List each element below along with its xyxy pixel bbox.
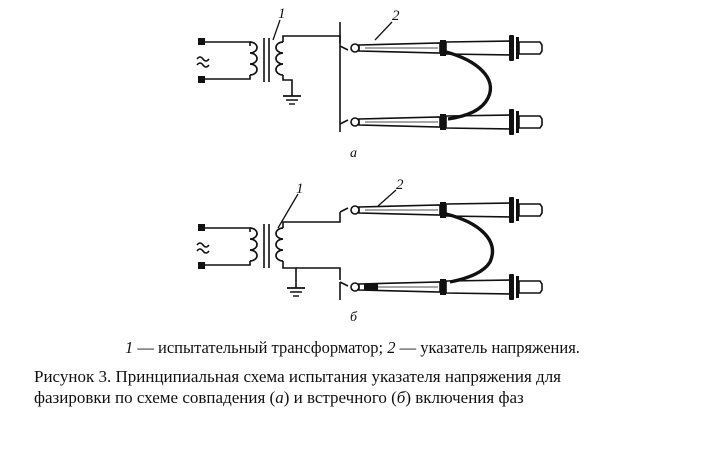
label-transformer-a: 1: [278, 6, 286, 22]
figure-caption-line-1: Рисунок 3. Принципиальная схема испытани…: [34, 367, 561, 386]
diagram-a: 1 2 а: [196, 6, 543, 161]
legend-number-1: 1: [125, 338, 134, 357]
caption-mark-b: б: [396, 388, 406, 407]
sublabel-a: а: [350, 146, 357, 161]
diagram-b: 1 2 б: [196, 177, 543, 325]
sublabel-b: б: [350, 310, 358, 325]
legend-text-2: — указатель напряжения.: [395, 338, 580, 357]
label-indicator-b: 2: [396, 177, 404, 193]
caption-text-a: фазировки по схеме совпадения (: [34, 388, 276, 407]
label-transformer-b: 1: [296, 181, 304, 197]
caption-text-c: ) включения фаз: [405, 388, 524, 407]
figure-legend: 1 — испытательный трансформатор; 2 — ука…: [125, 338, 580, 358]
legend-text-1: — испытательный трансформатор;: [133, 338, 388, 357]
caption-mark-a: а: [275, 388, 284, 407]
label-indicator-a: 2: [392, 8, 400, 24]
legend-number-2: 2: [387, 338, 396, 357]
figure-caption-line-2: фазировки по схеме совпадения (а) и встр…: [34, 388, 524, 408]
caption-text-b: ) и встречного (: [283, 388, 397, 407]
